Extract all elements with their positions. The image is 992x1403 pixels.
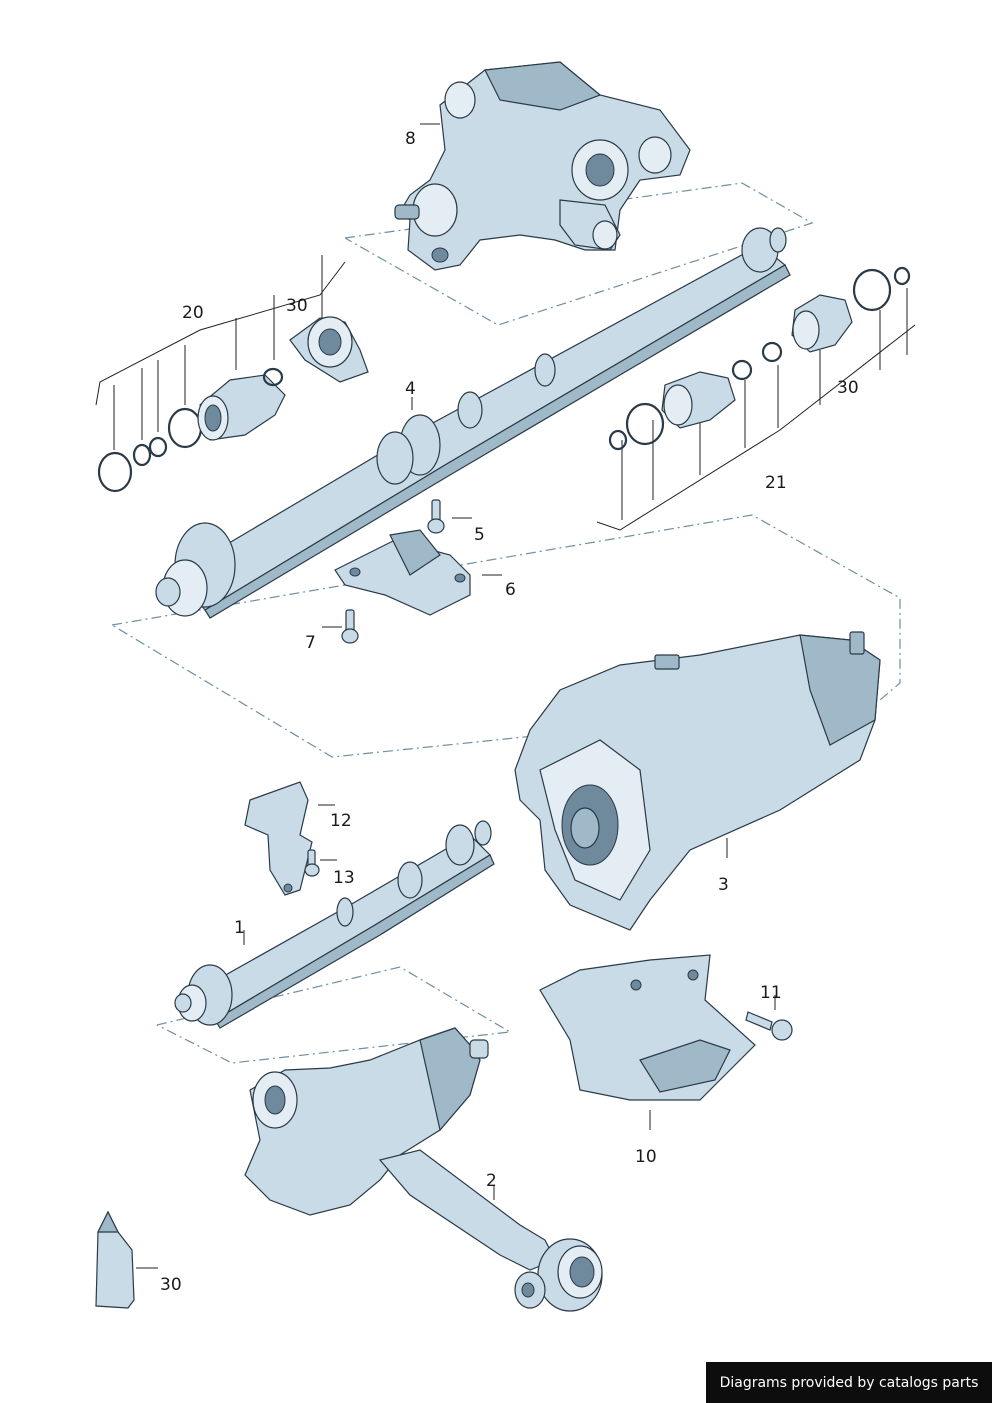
callout-6: 6: [505, 580, 516, 600]
bolt-5[interactable]: [427, 499, 445, 534]
callout-4: 4: [405, 379, 416, 399]
bolt-13[interactable]: [304, 849, 320, 877]
callout-30-bottom: 30: [160, 1275, 182, 1295]
boot-left[interactable]: [197, 374, 286, 441]
center-bearing-top[interactable]: [289, 316, 369, 383]
small-ring[interactable]: [148, 436, 168, 458]
callout-7: 7: [305, 633, 316, 653]
hose-clamp[interactable]: [852, 268, 892, 312]
bolt-7[interactable]: [341, 609, 359, 644]
small-ring[interactable]: [132, 443, 152, 467]
callout-2: 2: [486, 1171, 497, 1191]
credit-banner: Diagrams provided by catalogs parts: [706, 1362, 992, 1403]
small-ring[interactable]: [893, 266, 911, 286]
callout-3: 3: [718, 875, 729, 895]
small-clamp[interactable]: [262, 367, 284, 387]
heat-shield[interactable]: [539, 954, 756, 1101]
front-propeller-shaft[interactable]: [174, 820, 495, 1029]
small-clamp[interactable]: [731, 359, 753, 381]
callout-5: 5: [474, 525, 485, 545]
callout-30-right: 30: [837, 378, 859, 398]
callout-21: 21: [765, 473, 787, 493]
front-differential[interactable]: [244, 1027, 603, 1312]
boot-right-upper[interactable]: [791, 294, 853, 353]
transfer-case[interactable]: [514, 631, 881, 931]
callout-1: 1: [234, 918, 245, 938]
callout-12: 12: [330, 811, 352, 831]
hose-clamp[interactable]: [625, 402, 665, 446]
propeller-shaft[interactable]: [155, 227, 791, 619]
bolt-11[interactable]: [745, 1011, 793, 1041]
callout-10: 10: [635, 1147, 657, 1167]
boundary-propshaft: [111, 514, 901, 758]
small-clamp[interactable]: [761, 341, 783, 363]
circlip-ring[interactable]: [97, 451, 133, 493]
hose-clamp[interactable]: [167, 407, 203, 449]
callout-11: 11: [760, 983, 782, 1003]
callout-13: 13: [333, 868, 355, 888]
bracket-12[interactable]: [244, 781, 313, 896]
small-ring[interactable]: [608, 429, 628, 451]
boot-right-lower[interactable]: [661, 371, 736, 429]
callout-8: 8: [405, 129, 416, 149]
bracket-6[interactable]: [334, 529, 471, 616]
callout-30-top: 30: [286, 296, 308, 316]
callout-20: 20: [182, 303, 204, 323]
rear-differential[interactable]: [394, 61, 691, 271]
boundary-front-shaft: [156, 966, 512, 1064]
grease-tube[interactable]: [95, 1210, 135, 1309]
